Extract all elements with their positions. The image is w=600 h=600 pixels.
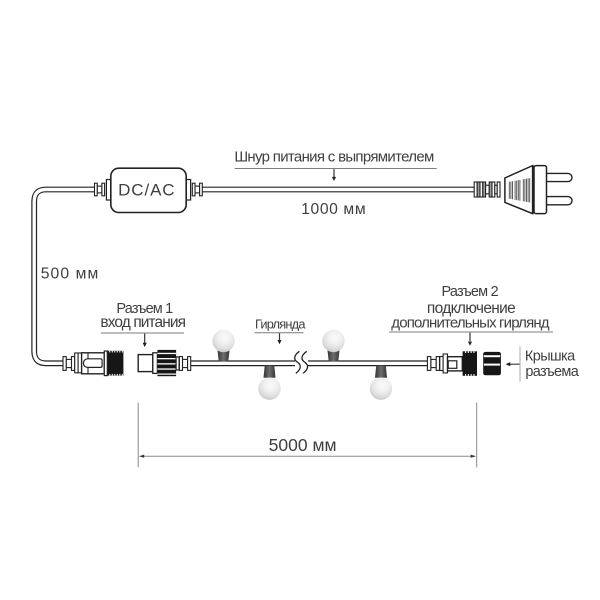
svg-text:1000 мм: 1000 мм xyxy=(301,201,366,218)
svg-text:подключение: подключение xyxy=(427,300,515,317)
svg-text:разъема: разъема xyxy=(525,364,579,380)
svg-text:Шнур питания с выпрямителем: Шнур питания с выпрямителем xyxy=(234,148,434,165)
svg-text:Крышка: Крышка xyxy=(525,348,576,364)
svg-text:Разъем 1: Разъем 1 xyxy=(116,301,173,317)
svg-text:5000 мм: 5000 мм xyxy=(269,435,337,455)
svg-text:500 мм: 500 мм xyxy=(41,265,100,282)
svg-text:вход питания: вход питания xyxy=(100,314,185,331)
svg-text:DC/AC: DC/AC xyxy=(118,181,175,200)
svg-text:дополнительных гирлянд: дополнительных гирлянд xyxy=(391,315,549,332)
svg-text:Разъем 2: Разъем 2 xyxy=(441,284,498,300)
svg-text:Гирлянда: Гирлянда xyxy=(255,317,306,332)
